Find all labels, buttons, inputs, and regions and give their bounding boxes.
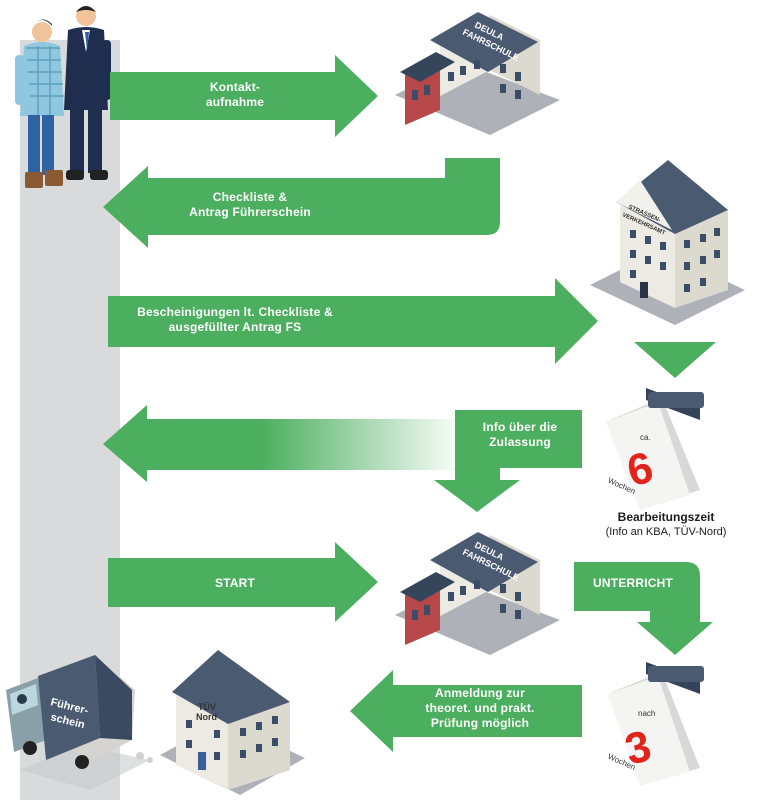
calendar1-prefix: ca. [640,433,651,442]
calendar2-prefix: nach [638,709,655,718]
arrow-certificates [108,278,598,364]
info-label-line1: Info über die [482,420,558,434]
processing-time: Bearbeitungszeit (Info an KBA, TÜV-Nord) [575,510,757,539]
arrow-info-fade [103,405,455,482]
advisor-icon [64,6,111,180]
certificates-label-line1: Bescheinigungen lt. Checkliste & [137,305,333,319]
arrow-lessons [574,562,713,655]
tuev-sign-2: Nord [196,712,217,722]
arrow-checklist [103,158,500,248]
contact-label: Kontakt- aufnahme [180,80,290,110]
processing-note: (Info an KBA, TÜV-Nord) [605,526,727,538]
calendar-icon-6-weeks: ca. 6 Wochen [606,388,704,510]
calendar-icon-3-weeks: nach 3 Wochen [606,662,704,786]
arrow-contact [110,55,378,137]
start-label: START [185,576,285,591]
contact-label-line1: Kontakt- [209,80,261,94]
applicant-icon [15,19,64,188]
checklist-label-line2: Antrag Führerschein [189,205,311,219]
driving-school-building-middle: DEULA FAHRSCHULE [395,532,560,655]
lessons-label: UNTERRICHT [578,576,688,591]
registration-label-line1: Anmeldung zur [435,686,525,700]
arrow-start [108,542,378,622]
contact-label-line2: aufnahme [205,95,265,109]
arrow-registration [350,670,582,752]
registration-label-line2: theoret. und prakt. [425,701,535,715]
processing-title: Bearbeitungszeit [617,510,715,524]
arrow-info [434,410,582,512]
lessons-label-text: UNTERRICHT [593,576,673,590]
applicant-figures [15,6,111,188]
checklist-label-line1: Checkliste & [212,190,288,204]
driving-school-building-top: DEULA FAHRSCHULE [395,12,560,135]
tuev-sign-1: TÜV [198,702,216,712]
certificates-label: Bescheinigungen lt. Checkliste & ausgefü… [110,305,360,335]
checklist-label: Checkliste & Antrag Führerschein [150,190,350,220]
registration-label-line3: Prüfung möglich [430,716,530,730]
certificates-label-line2: ausgefüllter Antrag FS [168,320,302,334]
start-label-text: START [214,576,256,590]
info-label: Info über die Zulassung [458,420,582,450]
info-label-line2: Zulassung [489,435,551,449]
registration-label: Anmeldung zur theoret. und prakt. Prüfun… [400,686,560,731]
traffic-office-building: STRASSEN- VERKEHRSAMT [590,160,745,325]
tuev-building: TÜV Nord [160,650,305,795]
arrow-down-calendar1 [634,342,716,378]
truck-icon: Führer- schein [6,655,153,790]
